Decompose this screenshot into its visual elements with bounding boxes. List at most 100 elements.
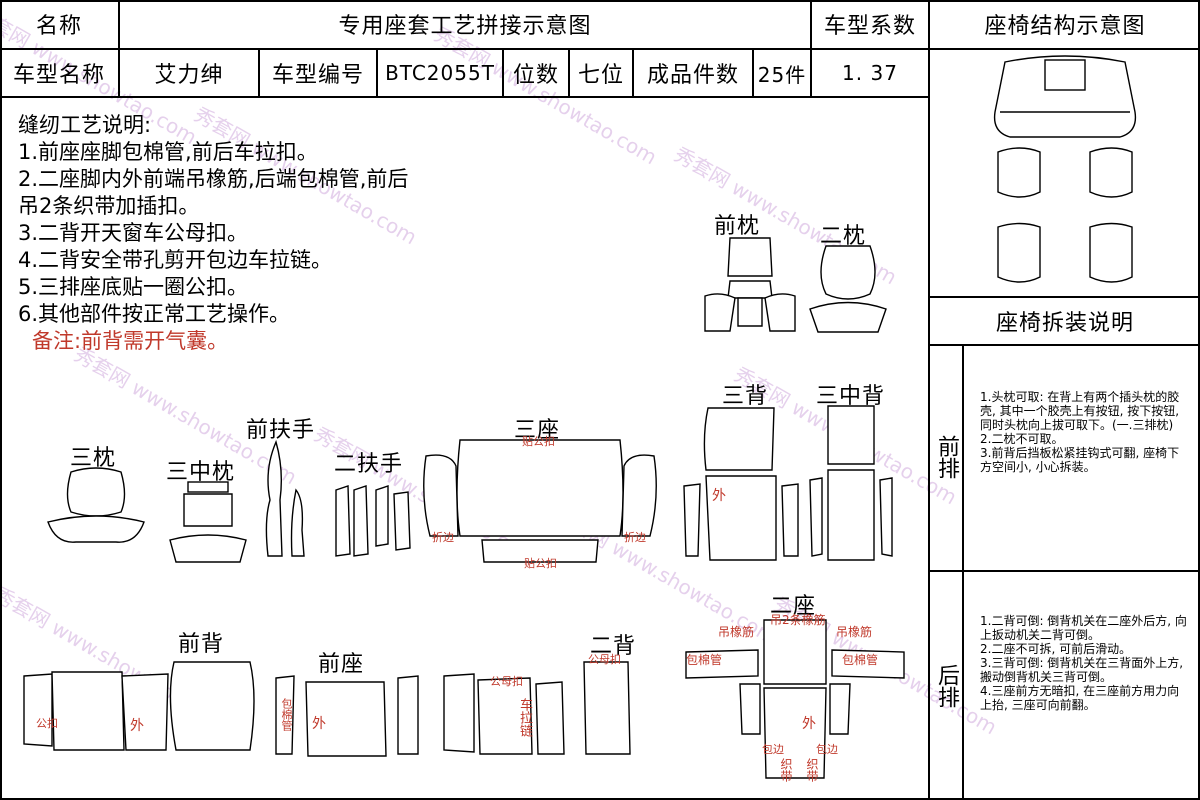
note-line: 6.其他部件按正常工艺操作。: [18, 302, 291, 326]
third-pillow-label: 三枕: [70, 446, 117, 471]
front-seat-wai: 外: [312, 716, 326, 732]
front-row-instructions: 1.头枕可取: 在背上有两个插头枕的胶壳, 其中一个胶壳上有按钮, 按下按钮, …: [980, 390, 1190, 474]
divider: [568, 48, 570, 96]
seat-structure-diagram: [993, 55, 1137, 283]
third-back-piece: [683, 407, 799, 561]
divider: [502, 48, 504, 96]
divider: [752, 48, 754, 96]
third-mid-back-label: 三中背: [816, 384, 886, 409]
second-seat-bao-bian: 包边: [762, 743, 784, 756]
third-back-label: 三背: [722, 384, 769, 409]
model-code-label: 车型编号: [271, 63, 364, 88]
second-pillow-label: 二枕: [820, 224, 867, 249]
pieces-label: 成品件数: [646, 63, 739, 88]
second-back-gong-mu-kou: 公母扣: [490, 675, 523, 688]
name-label: 名称: [35, 14, 82, 39]
front-armrest-piece: [265, 439, 305, 557]
note-line: 4.二背安全带孔剪开包边车拉链。: [18, 248, 333, 272]
third-mid-pillow-label: 三中枕: [166, 460, 236, 485]
second-back-label: 二背: [590, 634, 637, 659]
second-back-che-la-lian: 车拉链: [517, 698, 532, 737]
instruction-item: 1.二背可倒: 倒背机关在二座外后方, 向上扳动机关二背可倒。: [980, 614, 1187, 642]
instruction-item: 3.前背后挡板松紧挂钩式可翻, 座椅下方空间小, 小心拆装。: [980, 446, 1180, 474]
rear-row-label-text: 后排: [934, 664, 959, 708]
second-seat-label: 二座: [770, 594, 817, 619]
divider: [928, 344, 1200, 346]
third-seat-tie-gong-kou-bottom: 贴公扣: [524, 557, 557, 570]
coeff-value: 1. 37: [842, 61, 898, 85]
divider: [810, 0, 812, 96]
rear-row-instructions: 1.二背可倒: 倒背机关在二座外后方, 向上扳动机关二背可倒。 2.二座不可拆,…: [980, 614, 1190, 712]
model-name-label: 车型名称: [12, 63, 105, 88]
note-line: 吊2条织带加插扣。: [18, 194, 200, 218]
front-back-piece: [23, 661, 255, 751]
front-row-label-text: 前排: [934, 435, 959, 479]
sewing-notes: 缝纫工艺说明: 1.前座座脚包棉管,前后车拉扣。 2.二座脚内外前端吊橡筋,后端…: [18, 112, 408, 355]
seats: 七位: [577, 63, 624, 88]
third-seat-tie-gong-kou: 贴公扣: [522, 435, 555, 448]
divider: [0, 96, 930, 98]
instruction-item: 2.二枕不可取。: [980, 432, 1064, 446]
third-seat-zhe-bian-right: 折边: [624, 531, 646, 544]
divider: [258, 48, 260, 96]
second-back-piece: [443, 661, 631, 755]
front-seat-bao-mian-guan: 包棉管: [280, 698, 293, 731]
divider: [928, 570, 1200, 572]
third-seat-label: 三座: [514, 418, 561, 443]
third-mid-back-piece: [809, 405, 893, 561]
second-seat-bao-mian-guan: 包棉管: [686, 653, 723, 667]
front-back-wai: 外: [130, 718, 144, 734]
front-armrest-label: 前扶手: [246, 418, 316, 443]
rear-row-label: 后排: [930, 572, 962, 800]
divider: [962, 344, 964, 800]
note-line: 5.三排座底贴一圈公扣。: [18, 275, 249, 299]
front-back-label: 前背: [178, 632, 225, 657]
disassembly-title: 座椅拆装说明: [995, 311, 1134, 336]
front-back-gong-kou: 公扣: [36, 717, 58, 730]
divider: [376, 48, 378, 96]
second-seat-diao-xiang-jin-right: 吊橡筋: [836, 625, 873, 639]
coeff-label: 车型系数: [823, 14, 916, 39]
second-seat-zhi-dai: 织带: [779, 758, 793, 782]
third-pillow-piece: [47, 467, 145, 543]
second-armrest-label: 二扶手: [334, 452, 404, 477]
front-pillow-label: 前枕: [714, 214, 761, 239]
note-line: 3.二背开天窗车公母扣。: [18, 221, 249, 245]
third-mid-pillow-piece: [169, 481, 247, 563]
divider: [928, 296, 1200, 298]
third-back-wai: 外: [712, 488, 726, 504]
struct-title: 座椅结构示意图: [984, 14, 1146, 39]
front-seat-piece: [275, 675, 419, 757]
remark: 备注:前背需开气囊。: [32, 329, 229, 353]
front-row-label: 前排: [930, 344, 962, 570]
divider: [928, 48, 1200, 50]
second-pillow-piece: [809, 245, 887, 333]
instruction-item: 1.头枕可取: 在背上有两个插头枕的胶壳, 其中一个胶壳上有按钮, 按下按钮, …: [980, 390, 1180, 432]
model-name: 艾力绅: [154, 63, 224, 88]
seats-label: 位数: [512, 63, 559, 88]
third-seat-zhe-bian: 折边: [432, 531, 454, 544]
second-armrest-piece: [335, 485, 411, 557]
note-line: 2.二座脚内外前端吊橡筋,后端包棉管,前后: [18, 167, 409, 191]
pieces: 25件: [757, 62, 807, 87]
notes-title: 缝纫工艺说明:: [18, 113, 152, 137]
second-seat-bao-bian-right: 包边: [816, 743, 838, 756]
second-seat-piece: [685, 619, 905, 779]
note-line: 1.前座座脚包棉管,前后车拉扣。: [18, 140, 318, 164]
instruction-item: 2.二座不可拆, 可前后滑动。: [980, 642, 1132, 656]
second-back-gong-mu-kou-top: 公母扣: [588, 653, 621, 666]
second-seat-bao-mian-guan-right: 包棉管: [842, 653, 879, 667]
divider: [0, 48, 930, 50]
second-seat-wai: 外: [802, 716, 816, 732]
model-code: BTC2055T: [385, 61, 495, 85]
instruction-item: 3.三背可倒: 倒背机关在三背面外上方, 搬动倒背机关三背可倒。: [980, 656, 1184, 684]
second-seat-diao-xiang-jin: 吊橡筋: [718, 625, 755, 639]
second-seat-zhi-dai-right: 织带: [805, 758, 819, 782]
divider: [928, 0, 930, 800]
divider: [632, 48, 634, 96]
divider: [118, 0, 120, 96]
front-pillow-piece: [704, 237, 796, 332]
main-title: 专用座套工艺拼接示意图: [338, 14, 592, 39]
third-seat-piece: [423, 439, 657, 563]
